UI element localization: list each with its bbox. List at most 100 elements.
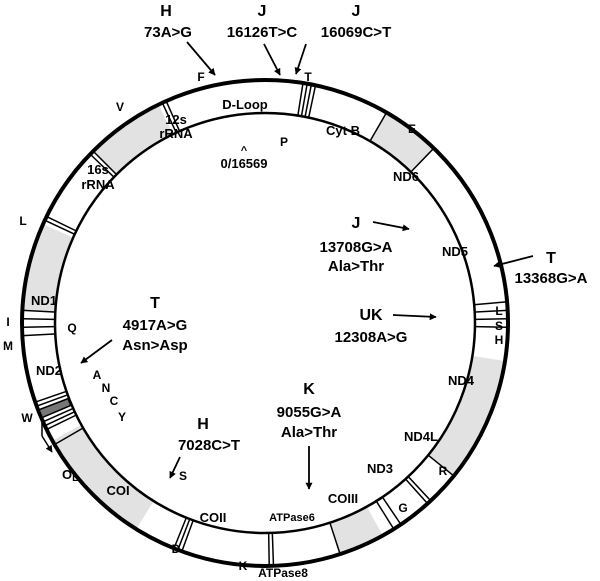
mutation-arrow [80, 339, 113, 364]
shaded-segment [52, 424, 154, 530]
boundary-tick [23, 333, 55, 337]
origin-label: 0/16569 [221, 156, 268, 171]
gene-boundaries [23, 83, 507, 565]
region-nd5: ND5 [442, 244, 468, 259]
boundary-tick [408, 476, 431, 501]
boundary-tick [382, 497, 401, 525]
trna-w-band [38, 397, 72, 419]
region-nd4: ND4 [448, 373, 475, 388]
mutation-4917a-g: T 4917A>G Asn>Asp [80, 295, 188, 364]
trna-w: W [21, 411, 33, 425]
mutation-73a-g: H 73A>G [144, 3, 216, 76]
shaded-segment [93, 104, 173, 175]
amino-acid-change: Asn>Asp [122, 337, 187, 354]
boundary-tick [271, 533, 275, 565]
boundary-tick [475, 309, 507, 313]
haplogroup-label: J [352, 215, 361, 232]
trna-t: T [304, 70, 312, 84]
haplogroup-label: K [303, 381, 315, 398]
trna-d: D [172, 542, 181, 556]
trna-l2: L [495, 304, 502, 318]
trna-p: P [280, 135, 288, 149]
trna-m: M [3, 339, 13, 353]
boundary-tick [165, 101, 180, 131]
region-nd2: ND2 [36, 363, 62, 378]
boundary-tick [475, 325, 507, 328]
region-16s-line2: rRNA [81, 177, 115, 192]
region-nd1: ND1 [31, 293, 57, 308]
mutation-arrow [493, 255, 534, 268]
mutation-arrow [392, 313, 437, 321]
haplogroup-label: H [160, 3, 172, 20]
trna-n: N [102, 381, 111, 395]
boundary-tick [23, 318, 55, 321]
boundary-tick [55, 427, 83, 445]
boundary-tick [308, 86, 317, 117]
mutation-change: 16126T>C [227, 24, 298, 41]
boundary-tick [23, 309, 55, 313]
region-coiii: COIII [328, 491, 358, 506]
trna-e: E [408, 122, 416, 136]
boundary-tick [43, 408, 73, 423]
trna-l1: L [19, 214, 26, 228]
region-12s-line2: rRNA [159, 126, 193, 141]
region-nd3: ND3 [367, 461, 393, 476]
mutation-arrow [372, 221, 410, 232]
boundary-tick [411, 148, 434, 172]
trna-h: H [495, 333, 504, 347]
mutation-change: 73A>G [144, 24, 192, 41]
ol-label: OL [62, 467, 78, 484]
haplogroup-label: T [150, 295, 160, 312]
mutation-change: 13708G>A [320, 239, 393, 256]
trna-y: Y [118, 410, 126, 424]
boundary-tick [428, 455, 454, 476]
mutation-16126t-c: J 16126T>C [227, 3, 298, 76]
mutation-7028c-t: H 7028C>T [169, 416, 240, 479]
mutation-arrow [169, 456, 181, 479]
boundary-tick [304, 85, 312, 117]
amino-acid-change: Ala>Thr [328, 258, 384, 275]
mutation-change: 4917A>G [123, 317, 188, 334]
boundary-tick [90, 154, 114, 177]
mutation-change: 7028C>T [178, 437, 240, 454]
boundary-tick [475, 318, 507, 321]
region-nd4l: ND4L [404, 429, 438, 444]
mutation-change: 9055G>A [277, 404, 342, 421]
mutation-change: 12308A>G [335, 329, 408, 346]
outer-ring [20, 78, 510, 568]
boundary-tick [47, 414, 76, 430]
trna-a: A [93, 368, 102, 382]
region-d-loop: D-Loop [222, 97, 268, 112]
trna-k: K [239, 559, 248, 573]
trna-v: V [116, 100, 124, 114]
mutation-16069c-t: J 16069C>T [294, 3, 391, 75]
boundary-tick [93, 151, 117, 175]
boundary-tick [47, 216, 76, 232]
boundary-tick [267, 533, 270, 565]
mutation-9055g-a: K 9055G>A Ala>Thr [277, 381, 342, 490]
amino-acid-change: Ala>Thr [281, 424, 337, 441]
boundary-tick [23, 325, 55, 328]
boundary-tick [405, 479, 428, 504]
boundary-tick [297, 83, 304, 115]
mutation-arrow [263, 43, 281, 76]
inner-ring [53, 111, 477, 535]
mutation-change: 16069C>T [321, 24, 391, 41]
trna-f: F [197, 70, 204, 84]
trna-s1: S [179, 469, 187, 483]
boundary-tick [181, 521, 194, 551]
trna-s2: S [495, 319, 503, 333]
boundary-tick [45, 411, 75, 426]
trna-q: Q [67, 321, 76, 335]
ol-arrow [41, 435, 53, 453]
haplogroup-label: UK [359, 307, 383, 324]
region-atpase6: ATPase6 [269, 512, 315, 524]
haplogroup-label: H [197, 416, 209, 433]
region-cyt-b: Cyt B [326, 123, 360, 138]
trna-i: I [6, 315, 9, 329]
region-atpase8: ATPase8 [258, 566, 308, 580]
boundary-tick [369, 113, 387, 141]
boundary-tick [162, 103, 177, 133]
region-12s: 12s [165, 112, 187, 127]
